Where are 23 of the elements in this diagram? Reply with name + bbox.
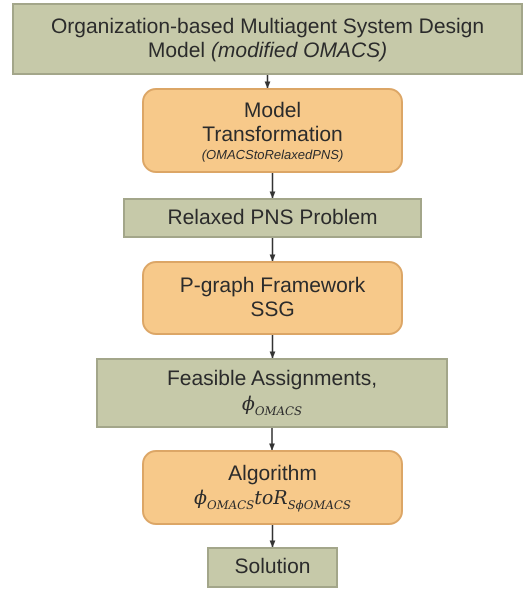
box-title: P-graph Framework SSG <box>178 274 366 322</box>
process-box <box>142 261 403 335</box>
data-box <box>207 547 338 588</box>
box-subtitle: (OMACStoRelaxedPNS) <box>202 146 344 162</box>
arrow <box>270 335 276 359</box>
box-title: Organization-based Multiagent System Design Model (modified OMACS) <box>50 14 486 64</box>
arrow <box>270 525 276 548</box>
box-title: Algorithm <box>228 462 317 486</box>
arrow <box>270 238 276 262</box>
arrow <box>264 75 270 89</box>
data-box <box>96 358 448 428</box>
box-title: Solution <box>234 555 310 580</box>
arrow <box>270 173 276 199</box>
process-box <box>142 88 403 173</box>
process-box <box>142 450 403 525</box>
box-title: Relaxed PNS Problem <box>167 206 378 230</box>
formula: ϕ$_{OMACS}$ <box>242 392 302 419</box>
arrow <box>269 428 275 451</box>
formula: ϕ$_{OMACS}$toR$_{SϕOMACS}$ <box>194 486 351 514</box>
data-box <box>123 198 422 238</box>
box-title: Model Transformation <box>201 98 344 147</box>
box-title: Feasible Assignments, <box>166 367 378 392</box>
data-box <box>12 3 523 75</box>
